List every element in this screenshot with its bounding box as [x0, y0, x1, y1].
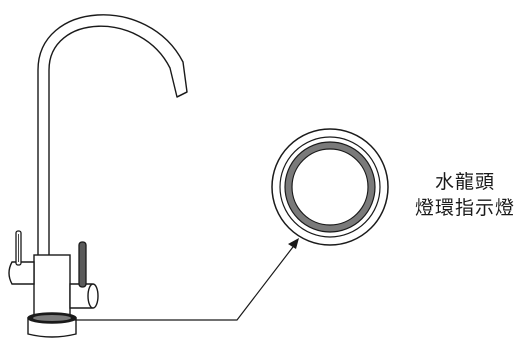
callout-arrow — [74, 242, 297, 321]
callout-label-line-2: 燈環指示燈 — [414, 197, 515, 219]
left-handle — [15, 230, 22, 266]
right-handle — [78, 241, 87, 288]
arrow-head-icon — [288, 238, 299, 249]
faucet-body — [8, 254, 99, 338]
faucet-spout — [37, 14, 188, 266]
led-ring-icon — [271, 128, 389, 246]
callout-label-line-1: 水龍頭 — [434, 171, 495, 193]
